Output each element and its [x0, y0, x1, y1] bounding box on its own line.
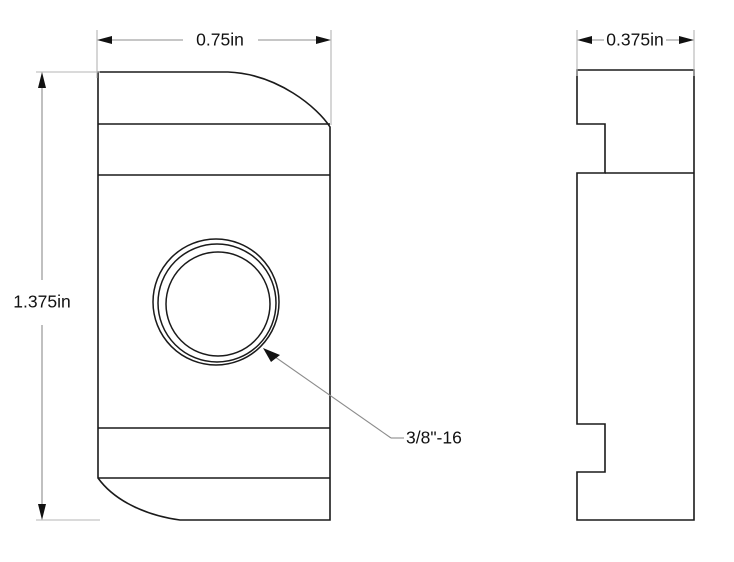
dimension-front-width: 0.75in	[96, 30, 332, 125]
arrow-side-width-right	[679, 36, 694, 44]
side-view-outline	[576, 69, 695, 521]
arrow-front-height-top	[38, 72, 46, 88]
arrow-front-width-left	[97, 36, 112, 44]
thread-inner-circle	[165, 251, 271, 357]
dimension-label-front-height: 1.375in	[13, 292, 70, 312]
thread-callout-label: 3/8"-16	[406, 428, 462, 448]
arrow-thread-callout	[263, 348, 280, 362]
thread-callout: 3/8"-16	[263, 348, 462, 448]
dimension-side-width: 0.375in	[576, 30, 695, 76]
dimension-label-side-width: 0.375in	[606, 30, 663, 50]
leader-line-thread	[267, 351, 392, 439]
front-view	[97, 71, 331, 521]
arrow-side-width-left	[577, 36, 592, 44]
dimension-label-front-width: 0.75in	[196, 30, 244, 50]
dimension-front-height: 1.375in	[13, 71, 100, 521]
front-view-outline	[97, 71, 331, 521]
thread-mid-circle	[157, 243, 277, 363]
side-view	[576, 69, 695, 521]
arrow-front-height-bottom	[38, 504, 46, 520]
arrow-front-width-right	[316, 36, 331, 44]
thread-outer-circle	[152, 238, 280, 366]
